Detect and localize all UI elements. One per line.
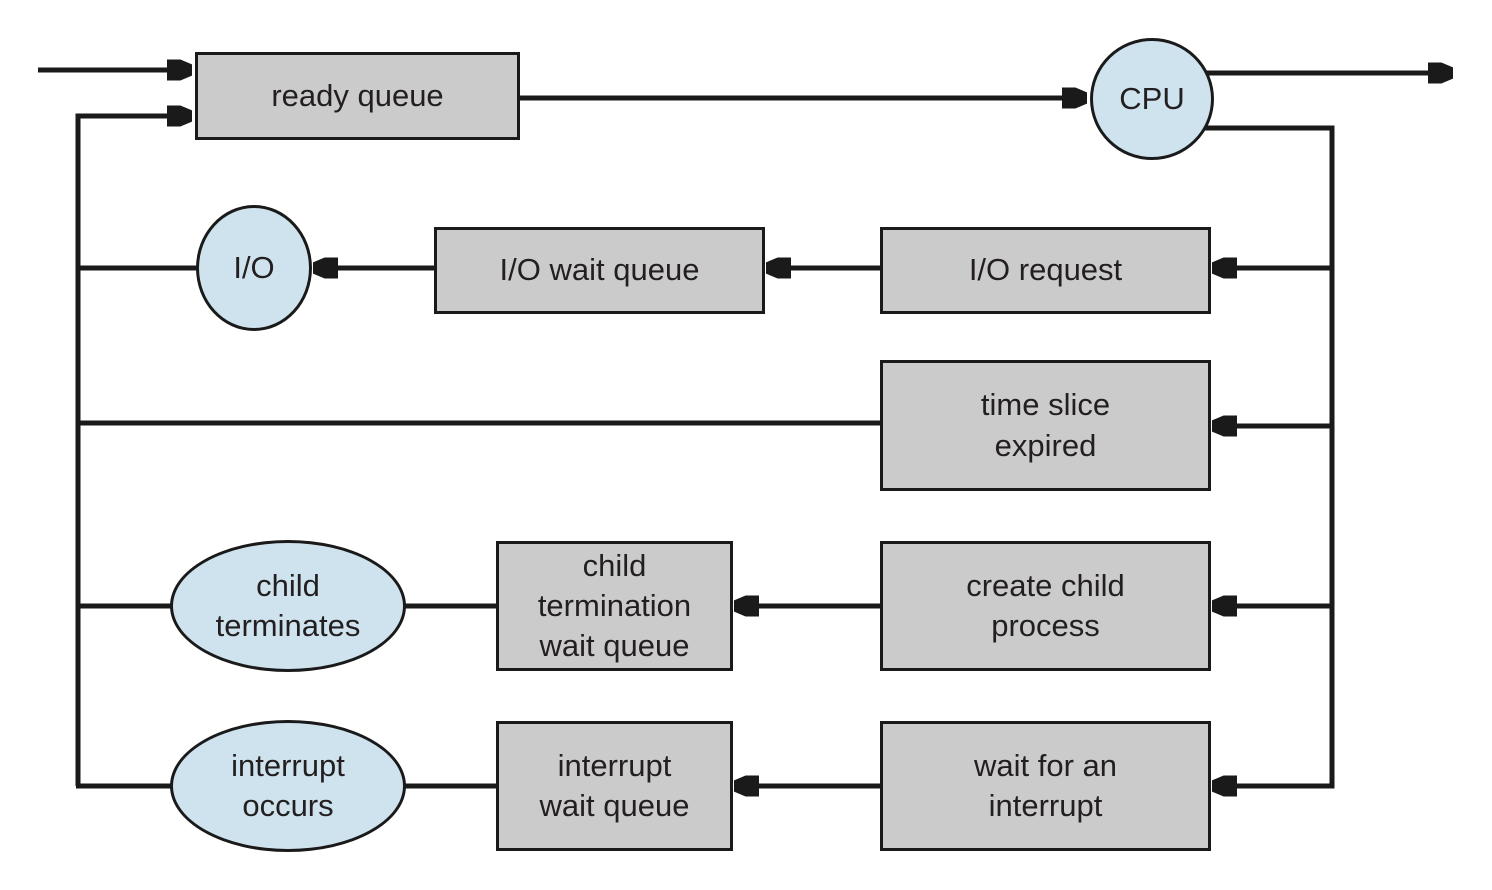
- node-cpu: CPU: [1090, 38, 1214, 160]
- node-interrupt-wait-queue-label: interrupt wait queue: [539, 747, 690, 823]
- node-cpu-label: CPU: [1119, 80, 1185, 116]
- node-create-child-process-label: create child process: [966, 567, 1125, 643]
- node-io-request-label: I/O request: [968, 252, 1123, 288]
- edge-cpu-to-wait-for-interrupt: [1200, 125, 1335, 786]
- node-wait-for-an-interrupt-label: wait for an interrupt: [973, 747, 1117, 823]
- node-wait-for-an-interrupt: wait for an interrupt: [880, 721, 1211, 851]
- node-io-wait-queue: I/O wait queue: [434, 227, 765, 314]
- node-io-wait-queue-label: I/O wait queue: [499, 252, 700, 288]
- node-interrupt-wait-queue: interrupt wait queue: [496, 721, 733, 851]
- node-io-label: I/O: [233, 249, 275, 285]
- node-time-slice-expired: time slice expired: [880, 360, 1211, 491]
- node-interrupt-occurs-label: interrupt occurs: [231, 747, 345, 823]
- node-time-slice-expired-label: time slice expired: [980, 387, 1111, 463]
- node-create-child-process: create child process: [880, 541, 1211, 671]
- node-child-terminates: child terminates: [170, 540, 406, 672]
- node-ready-queue: ready queue: [195, 52, 520, 140]
- edge-return-line-to-ready-queue: [75, 116, 191, 786]
- node-interrupt-occurs: interrupt occurs: [170, 720, 406, 852]
- node-child-termination-wait-queue: child termination wait queue: [496, 541, 733, 671]
- node-child-terminates-label: child terminates: [215, 567, 361, 643]
- node-ready-queue-label: ready queue: [271, 77, 444, 113]
- node-child-termination-wait-queue-label: child termination wait queue: [537, 547, 692, 664]
- node-io: I/O: [196, 205, 312, 331]
- node-io-request: I/O request: [880, 227, 1211, 314]
